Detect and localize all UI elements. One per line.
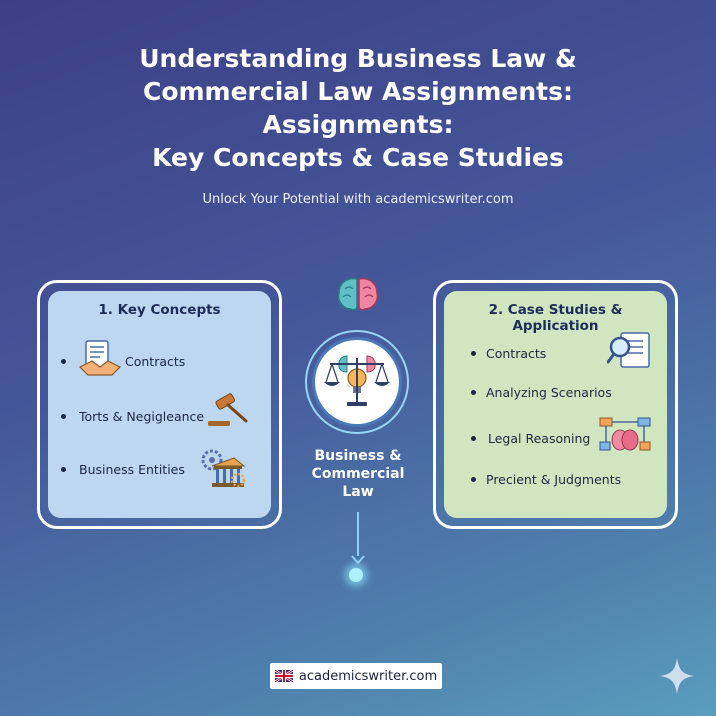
case-studies-item-legal-reasoning: Legal Reasoning [488,431,591,446]
bullet [471,351,476,356]
key-concepts-item-torts: Torts & Negigleance [79,409,205,424]
scales-brain-bulb-icon [322,350,392,416]
key-concepts-heading: 1. Key Concepts [98,302,221,318]
connector-line [357,512,359,556]
title-line-4: Key Concepts & Case Studies [152,143,564,172]
center-ring [305,330,409,434]
bullet [61,414,66,419]
sparkle-icon [658,656,696,700]
flowchart-brain-icon [598,414,654,460]
center-label-line-1: Business & [314,448,402,464]
case-studies-card: 2. Case Studies & Application Contracts … [444,291,667,518]
gavel-icon [206,391,252,433]
subtitle: Unlock Your Potential with academicswrit… [202,192,514,207]
contract-handshake-icon [78,339,122,381]
title-line-2: Commercial Law Assignments: [142,77,574,106]
page-title: Understanding Business Law & Commercial … [0,42,716,174]
bullet [471,436,476,441]
center-label: Business & Commercial Law [300,447,416,501]
case-studies-panel [433,280,678,529]
center-label-line-3: Law [342,484,374,500]
title-line-3: Assignments: [262,110,454,139]
title-line-1: Understanding Business Law & [139,44,577,73]
bullet [61,359,66,364]
glow-dot [349,568,363,582]
key-concepts-panel [37,280,282,529]
arrow-down-icon [351,550,365,569]
footer-brand-text: academicswriter.com [298,668,438,684]
key-concepts-card: 1. Key Concepts Contracts Torts & Negigl… [48,291,271,518]
gears-building-icon [198,446,248,494]
document-magnifier-icon [606,331,653,375]
bullet [471,390,476,395]
bullet [471,477,476,482]
key-concepts-item-business-entities: Business Entities [79,462,185,477]
key-concepts-item-contracts: Contracts [125,354,186,369]
case-studies-item-precient-judgments: Precient & Judgments [486,472,622,487]
brain-icon [335,275,381,319]
footer-brand[interactable]: academicswriter.com [270,663,442,689]
center-label-line-2: Commercial [311,466,405,482]
case-studies-heading: 2. Case Studies & Application [488,302,623,334]
bullet [61,467,66,472]
case-studies-item-analyzing-scenarios: Analyzing Scenarios [486,385,612,400]
case-studies-item-contracts: Contracts [486,346,547,361]
uk-flag-icon [274,669,294,683]
